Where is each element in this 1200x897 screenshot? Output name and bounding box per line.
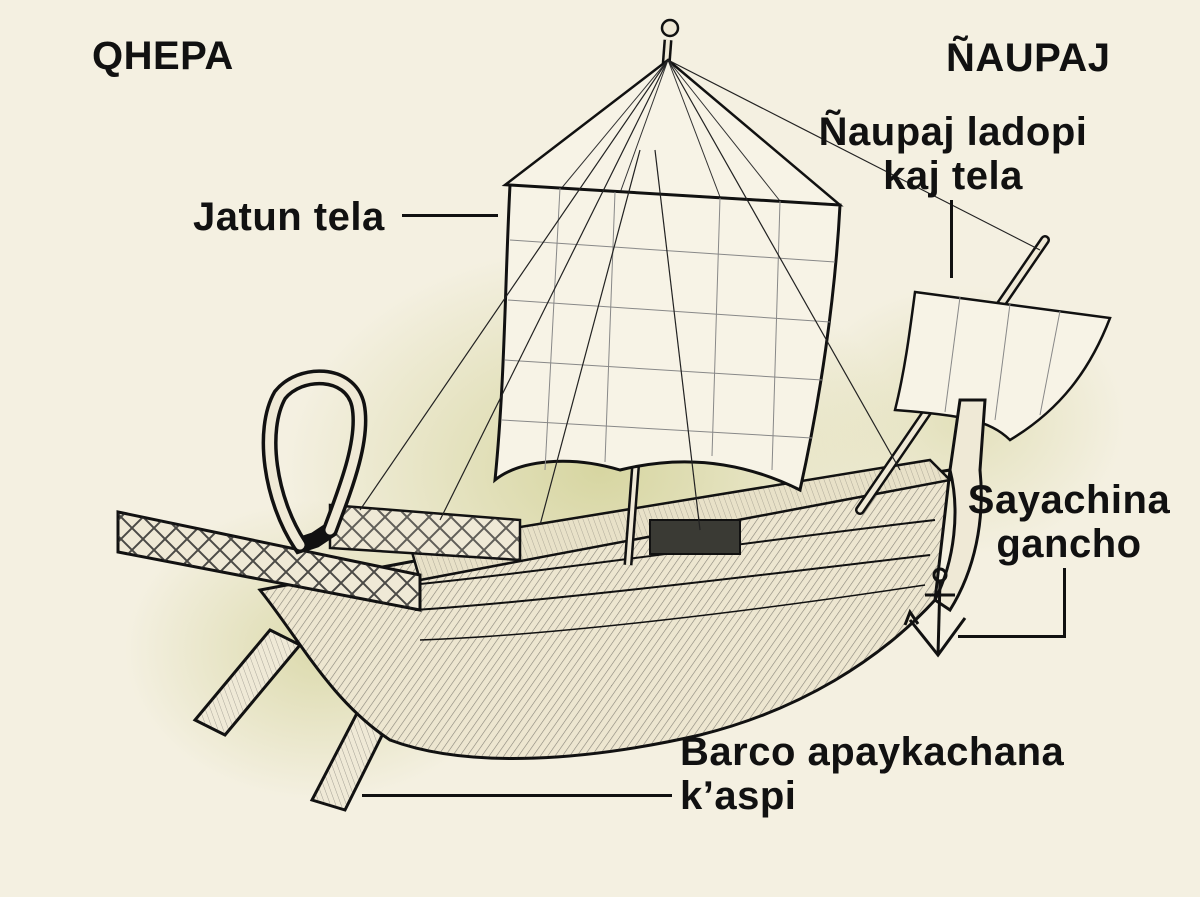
front-sail-label-line1: Ñaupaj ladopi (818, 110, 1088, 154)
bow-header: ÑAUPAJ (946, 36, 1111, 80)
main-sail-leader (402, 214, 498, 217)
stern-header: QHEPA (92, 34, 234, 78)
left-oar (192, 628, 303, 737)
anchor-leader-vertical (1063, 568, 1066, 638)
front-sail-leader (950, 200, 953, 278)
oar-label: Barco apaykachana k’aspi (680, 730, 1064, 818)
anchor-label-line1: Sayachina (967, 478, 1171, 522)
hull (257, 468, 952, 760)
stern-gallery (116, 503, 522, 612)
front-sail-label: Ñaupaj ladopi kaj tela (808, 110, 1098, 198)
anchor-label: Sayachina gancho (963, 478, 1175, 566)
rigging (359, 59, 1041, 531)
front-sail-label-line2: kaj tela (883, 154, 1023, 198)
deck (408, 458, 953, 582)
bow-post (933, 398, 987, 613)
oar-label-line1: Barco apaykachana (680, 730, 1065, 774)
anchor-icon (903, 567, 967, 658)
main-sail-label: Jatun tela (193, 195, 385, 239)
main-sail (493, 183, 842, 493)
anchor-label-line2: gancho (996, 522, 1142, 566)
topsail (501, 58, 844, 207)
swan-neck-sternpost (261, 369, 368, 555)
oar-leader (362, 794, 672, 797)
anchor-leader-horizontal (958, 635, 1066, 638)
oar-label-line2: k’aspi (680, 774, 797, 818)
